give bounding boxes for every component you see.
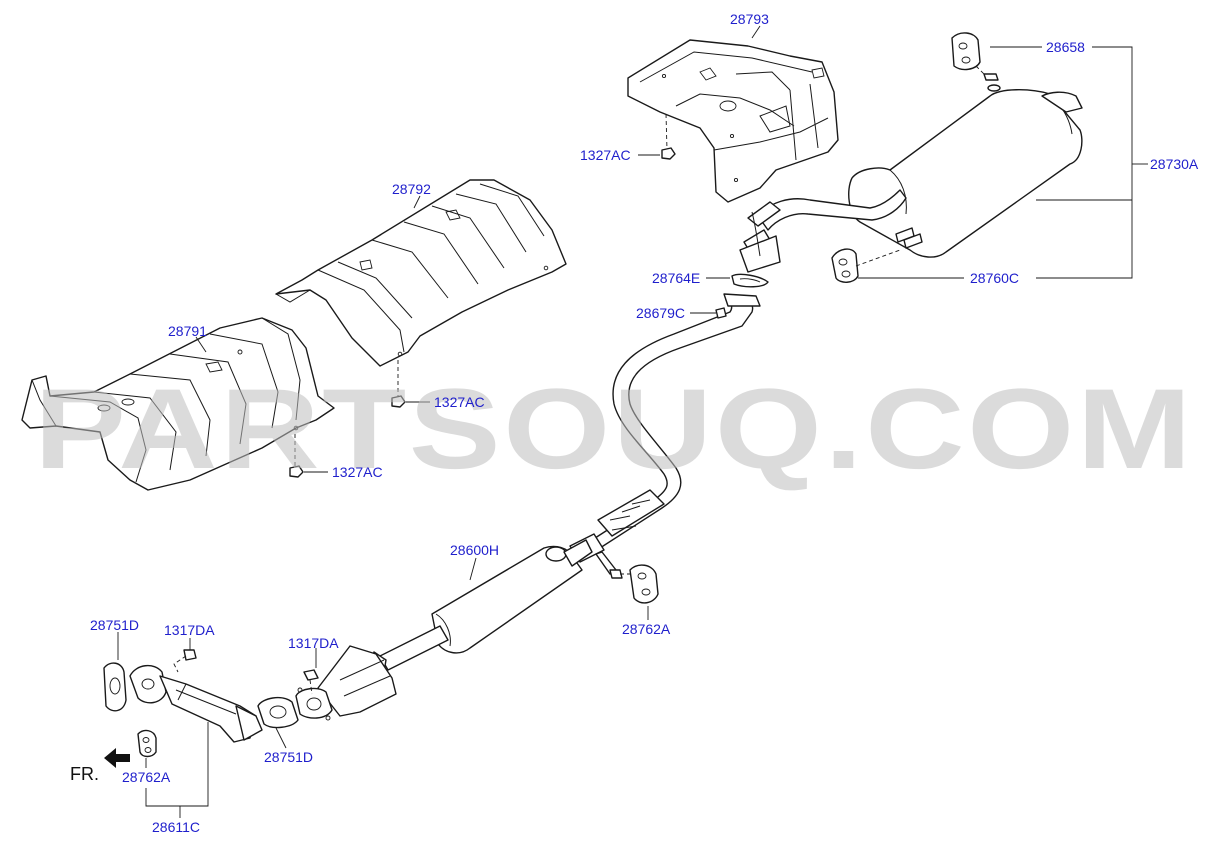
front-direction-arrow-icon: [104, 748, 130, 768]
heat-protector-28793[interactable]: [627, 39, 839, 203]
nut-1327ac-top[interactable]: [661, 113, 676, 160]
rear-muffler-28730a[interactable]: [848, 84, 1083, 258]
callout-1327ac-middle[interactable]: 1327AC: [434, 394, 485, 410]
front-pipe-28611c[interactable]: [129, 665, 263, 743]
gasket-28751d-right[interactable]: [257, 696, 299, 729]
callout-1327ac-top[interactable]: 1327AC: [580, 147, 631, 163]
front-direction-label: FR.: [70, 764, 99, 784]
callout-28751d-right[interactable]: 28751D: [264, 749, 313, 765]
callout-28751d-left[interactable]: 28751D: [90, 617, 139, 633]
hanger-28762a-right[interactable]: [620, 564, 659, 604]
callout-28792[interactable]: 28792: [392, 181, 431, 197]
callout-1317da-right[interactable]: 1317DA: [288, 635, 339, 651]
callout-28600h[interactable]: 28600H: [450, 542, 499, 558]
bolt-1317da-left[interactable]: [173, 649, 197, 673]
nut-1327ac-middle[interactable]: [391, 360, 406, 408]
callout-28764e[interactable]: 28764E: [652, 270, 700, 286]
callout-28791[interactable]: 28791: [168, 323, 207, 339]
nut-1327ac-lower[interactable]: [289, 434, 304, 478]
hanger-28762a-left[interactable]: [137, 729, 157, 758]
catalytic-converter-middle[interactable]: [295, 645, 397, 721]
callout-28762a-left[interactable]: 28762A: [122, 769, 171, 785]
callout-28679c[interactable]: 28679C: [636, 305, 685, 321]
center-pipe-28679c[interactable]: [569, 293, 761, 579]
callout-28730a[interactable]: 28730A: [1150, 156, 1199, 172]
leader-lines: [117, 25, 1148, 818]
callout-28762a-right[interactable]: 28762A: [622, 621, 671, 637]
callout-1327ac-lower[interactable]: 1327AC: [332, 464, 383, 480]
tail-inlet-pipe: [739, 189, 907, 273]
callout-28760c[interactable]: 28760C: [970, 270, 1019, 286]
heat-protector-28792[interactable]: [275, 179, 567, 367]
gasket-28751d-left[interactable]: [103, 662, 127, 712]
callout-labels: 28793 28658 1327AC 28730A 28792 28764E 2…: [90, 11, 1199, 835]
center-muffler-28600h[interactable]: [369, 539, 593, 673]
bolt-1317da-right[interactable]: [303, 669, 319, 695]
watermark: PARTSOUQ.COM: [34, 366, 1194, 493]
callout-28611c[interactable]: 28611C: [152, 819, 200, 835]
callout-1317da-left[interactable]: 1317DA: [164, 622, 215, 638]
gasket-28764e[interactable]: [731, 273, 769, 288]
hanger-28658[interactable]: [951, 32, 999, 81]
callout-28658[interactable]: 28658: [1046, 39, 1085, 55]
callout-28793[interactable]: 28793: [730, 11, 769, 27]
hanger-28760c[interactable]: [831, 248, 901, 283]
heat-protector-28791[interactable]: [21, 317, 335, 491]
